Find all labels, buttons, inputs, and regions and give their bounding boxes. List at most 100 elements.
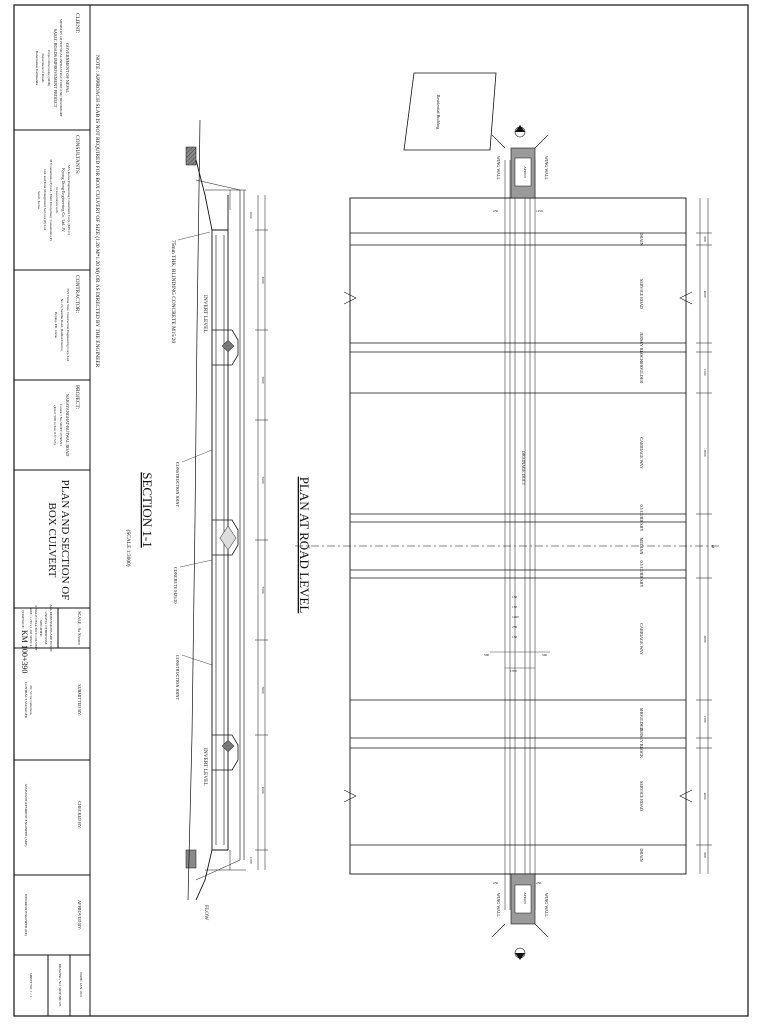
client-line-6: Babarmahal, Kathmandu [34, 51, 39, 85]
submitted-name: Mr. Victor Gellertson [29, 685, 33, 714]
wing-wall-top-left: WING WALL [496, 156, 501, 180]
section-dim-8: 1200 [249, 857, 253, 864]
notes-line-2: UNLESS OTHERWISE [44, 611, 48, 644]
right-dim-1: 4000 [703, 291, 707, 298]
section-dim-7: 1000 [249, 212, 253, 219]
dim-1200-a: 1200 [512, 615, 519, 619]
dim-250-c: 250 [512, 625, 517, 629]
chainage-value: KM 100+390 [20, 630, 29, 673]
label-invert-level-bottom: INVERT LEVEL [202, 748, 208, 786]
dim-250-top-left: 250 [493, 209, 498, 213]
date-label: DATE: JAN. 2021 [79, 972, 83, 997]
contractor-line-3: Beijing, P.R. China [53, 312, 58, 339]
dim-250-bottom-right: 250 [536, 881, 541, 885]
notes-line-5: SIZE: 1.2M x 1.2M SPAN 4.3 [29, 607, 33, 648]
label-flow: FLOW [203, 905, 209, 921]
dim-1700: 1700 [510, 669, 517, 673]
band-jersey-block-bottom: JERSEY BLOCK [639, 728, 644, 758]
submitted-label: SUBMITTED BY: [77, 684, 82, 716]
dim-1250-top-right: 1250 [536, 209, 543, 213]
wing-wall-bottom-left: WING WALL [496, 893, 501, 917]
drawing-title-line-2: BOX CULVERT [46, 502, 58, 577]
right-dim-7: 600 [703, 236, 707, 241]
band-drain-bottom: DRAIN [639, 848, 644, 861]
sheet-border [13, 4, 749, 1017]
submitted-role: CONTRACT MANAGER [24, 682, 28, 719]
section-dim-2: 5000 [261, 377, 265, 384]
approach-slab-note: NOTE : APPROACH SLAB IS NOT REQUIRED FOR… [94, 55, 101, 368]
apron-top-label: APRON [523, 166, 527, 178]
band-shoulder-top: SHOULDER [639, 361, 644, 384]
plan-at-road-level: PLAN AT ROAD LEVEL Residential Building [295, 72, 720, 960]
consultant-line-2: Kyong Dong Engineering Co. Ltd. JV [61, 168, 66, 232]
approved-role: RESIDENT ENGINEER (RE) [24, 894, 28, 936]
client-line-4: Project Directorate (ADB) [47, 50, 51, 86]
client-label: CLIENT: [74, 13, 80, 34]
client-line-2: MINISTRY OF PHYSICAL INFRASTRUCTURE AND … [59, 19, 63, 118]
label-concrete: CONCRETE M25/20 [173, 567, 178, 603]
band-service-road-bottom: SERVICE ROAD [639, 781, 644, 811]
consultant-line-5: Ltd. and Total Management Services (P) L… [43, 169, 47, 230]
center-line-symbol-left: ℄ [307, 544, 311, 549]
notes-line-4: SINGLE CELL BOX CULVERT [34, 605, 38, 651]
dim-150-c: 150 [512, 635, 517, 639]
band-carriage-way-bottom: CARRIAGE WAY [639, 623, 644, 655]
dim-150-b: 150 [512, 605, 517, 609]
band-carriage-way-top: CARRIAGE WAY [639, 437, 644, 469]
project-line-1: NARAYANGHAT-BUTWAL ROAD [65, 394, 70, 456]
center-line-symbol-right: ℄ [711, 544, 715, 549]
right-dim-3: 3000 [703, 636, 707, 643]
right-dim-5: 1500 [703, 369, 707, 376]
drawing-title-line-1: PLAN AND SECTION OF [59, 480, 71, 601]
consultant-line-6: Seoul, Korea [36, 191, 41, 209]
project-label: PROJECT: [74, 385, 80, 409]
wing-wall-top-right: WING WALL [544, 156, 549, 180]
band-median: MEDIAN [639, 538, 644, 555]
dim-150-a: 150 [512, 595, 517, 599]
right-dim-2: 3000 [703, 450, 707, 457]
contractor-line-1: M/S China State Construction Engineering… [66, 288, 70, 361]
checked-label: CHECKED BY: [77, 801, 82, 828]
band-drain-top: DRAIN [639, 232, 644, 245]
plan-title: PLAN AT ROAD LEVEL [297, 477, 312, 614]
consultant-line-1: M/S Korea Engineering Consultants Corp. … [67, 165, 71, 235]
dim-250-bottom-left: 250 [493, 881, 498, 885]
band-curb-shy-bottom: 0.5 CURB SHY [639, 560, 644, 587]
section-title: SECTION 1-1 [140, 472, 155, 547]
notes-line-3: SPECIFIED [39, 620, 43, 637]
client-line-5: Department of Roads [41, 53, 45, 83]
client-line-1: GOVERNMENT OF NEPAL [65, 43, 70, 93]
notes-line-1: ALL DIMENSIONS ARE IN MM [49, 605, 53, 652]
label-blinding-concrete: 75mm THK. BLINDING CONCRETE M15/20 [170, 240, 176, 343]
right-dim-4: 4000 [703, 793, 707, 800]
apron-bottom-label: APRON [523, 892, 527, 904]
section-dim-4: 5500 [261, 587, 265, 594]
section-dim-5: 5000 [261, 687, 265, 694]
label-invert-level-top: INVERT LEVEL [202, 295, 208, 333]
approved-label: APPROVED BY: [77, 900, 82, 930]
band-service-road-top: SERVICE ROAD [639, 279, 644, 309]
title-block: CLIENT: GOVERNMENT OF NEPAL MINISTRY OF … [14, 5, 91, 1016]
drawing-no-label: DRAWING NO: SRIP-NB/105 [58, 964, 62, 1007]
consultant-line-4: MJ Consultants (P) Ltd., Multi Disciplin… [48, 159, 53, 240]
residential-building-label: Residential Building [436, 95, 441, 130]
section-dim-3: 5500 [261, 477, 265, 484]
section-dim-6: 4500 [261, 787, 265, 794]
sheet-no-label: SHEET NO: 1 / 1 [29, 973, 33, 997]
project-line-3: (Km 0+000 to Km 113+723) [53, 405, 57, 444]
right-dim-6: 1500 [703, 716, 707, 723]
section-scale: (SCALE 1:3000) [125, 530, 132, 567]
contractor-line-2: No.15, Sanlihe Road, Haidian District, [59, 299, 64, 352]
dim-500-right: 500 [542, 653, 547, 657]
wing-wall-bottom-right: WING WALL [544, 893, 549, 917]
band-shoulder-bottom: SHOULDER [639, 708, 644, 731]
contractor-label: CONTRACTOR: [74, 275, 80, 313]
project-line-2: Contract No. SRIP/CW/NB/01 [59, 404, 63, 446]
chainage-label: CHAINAGE: [21, 610, 25, 629]
section-1-1: 4500 5000 5500 5500 5000 4500 1000 1200 … [125, 119, 268, 921]
consultant-label: CONSULTANTS: [74, 135, 80, 175]
consultant-line-3: in association with [55, 187, 59, 213]
dim-500-left: 500 [484, 653, 489, 657]
label-construction-joint-2: CONSTRUCTION JOINT [175, 655, 180, 700]
